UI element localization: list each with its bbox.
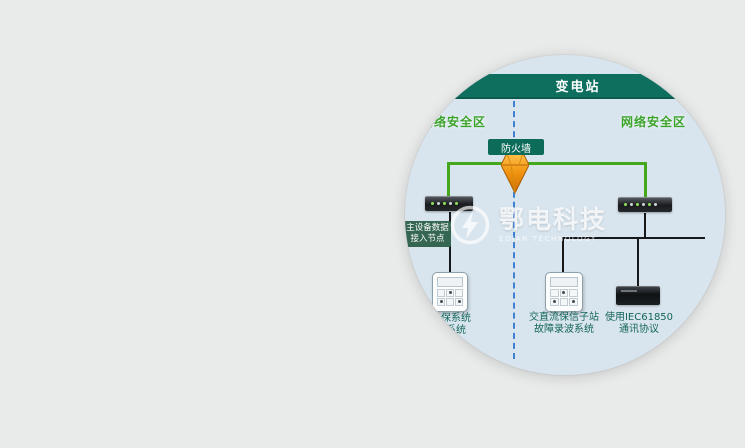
fault-recorder-device-icon xyxy=(616,286,660,305)
firewall-icon xyxy=(501,152,529,195)
caption-right: 使用IEC61850 通讯协议 xyxy=(597,312,681,336)
caption-right-line-1: 使用IEC61850 xyxy=(604,312,674,323)
link-to-middle-relay xyxy=(562,237,564,273)
relay-keypad xyxy=(550,289,578,306)
network-switch-right-icon xyxy=(618,197,672,212)
diagram-circle: 变电站 网络安全区 网络安全区 防火墙 xyxy=(405,55,725,375)
protection-relay-middle-icon xyxy=(545,272,583,312)
watermark: 鄂电科技 EDIAN TECHNOLOGY xyxy=(449,204,607,246)
security-zone-label-left: 网络安全区 xyxy=(421,115,487,129)
green-drop-left xyxy=(447,162,450,198)
black-bus-line xyxy=(562,237,705,239)
relay-screen xyxy=(437,277,463,287)
protection-relay-left-icon xyxy=(432,272,468,312)
watermark-text-block: 鄂电科技 EDIAN TECHNOLOGY xyxy=(499,205,608,244)
substation-title: 变电站 xyxy=(555,80,601,95)
green-drop-right xyxy=(644,162,647,199)
relay-screen xyxy=(550,277,578,287)
badge-line-1: 主设备数据 xyxy=(406,223,449,233)
relay-keypad xyxy=(437,289,463,306)
watermark-brand-text: 鄂电科技 xyxy=(499,205,608,234)
link-to-recorder xyxy=(637,237,639,287)
caption-left-line-1: 保系统 xyxy=(441,313,471,324)
caption-middle-line-2: 故障录波系统 xyxy=(534,324,594,335)
caption-left-line-2: 系统 xyxy=(446,325,466,336)
badge-line-2: 接入节点 xyxy=(410,234,445,244)
network-switch-left-icon xyxy=(425,196,473,211)
substation-header: 变电站 xyxy=(405,74,725,99)
security-zone-label-right: 网络安全区 xyxy=(621,115,687,129)
link-right-switch-down xyxy=(644,213,646,239)
caption-middle: 交直流保信子站 故障录波系统 xyxy=(526,312,602,336)
watermark-subtext: EDIAN TECHNOLOGY xyxy=(499,235,597,243)
caption-middle-line-1: 交直流保信子站 xyxy=(529,312,599,323)
caption-left: 保系统 系统 xyxy=(433,313,479,337)
watermark-logo-icon xyxy=(450,205,490,245)
caption-right-line-2: 通讯协议 xyxy=(619,324,659,335)
green-bus-line xyxy=(447,162,645,165)
main-equipment-access-node-badge: 主设备数据 接入节点 xyxy=(405,221,451,247)
firewall-label: 防火墙 xyxy=(488,139,544,155)
zone-divider-dashed-line xyxy=(513,101,515,359)
